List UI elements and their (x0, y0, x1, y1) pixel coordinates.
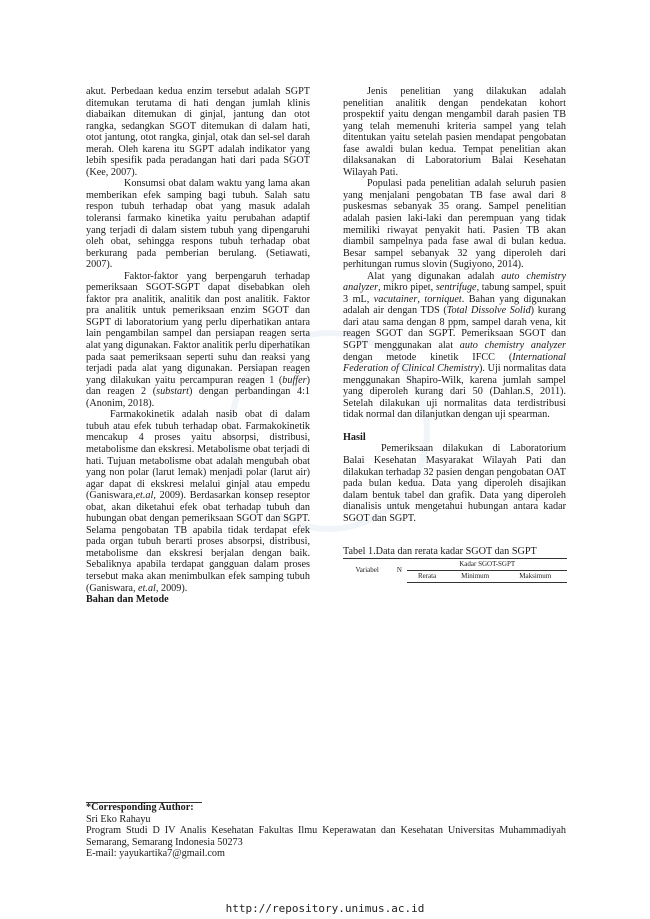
footnote-label: *Corresponding Author: (86, 802, 194, 813)
author-affiliation: Program Studi D IV Analis Kesehatan Faku… (86, 825, 566, 848)
table-header-min: Minimum (446, 570, 504, 583)
section-heading-results: Hasil (343, 431, 366, 443)
author-name: Sri Eko Rahayu (86, 813, 151, 825)
paragraph: Pemeriksaan dilakukan di Laboratorium Ba… (343, 443, 566, 524)
paragraph: Populasi pada penelitian adalah seluruh … (343, 178, 566, 271)
paragraph: Faktor-faktor yang berpengaruh terhadap … (86, 270, 310, 409)
author-email: E-mail: yayukartika7@gmail.com (86, 848, 225, 860)
paragraph: akut. Perbedaan kedua enzim tersebut ada… (86, 86, 310, 178)
footnote-rule (86, 802, 202, 803)
left-column: akut. Perbedaan kedua enzim tersebut ada… (86, 86, 310, 606)
paragraph: Farmakokinetik adalah nasib obat di dala… (86, 409, 310, 594)
table-header-n: N (391, 557, 408, 583)
corresponding-author-footnote: *Corresponding Author: Sri Eko Rahayu Pr… (86, 802, 566, 860)
table-header-mean: Rerata (407, 570, 447, 583)
table-header-max: Maksimum (503, 570, 567, 583)
table-header-group: Kadar SGOT-SGPT (407, 557, 567, 571)
table-caption: Tabel 1.Data dan rerata kadar SGOT dan S… (343, 546, 537, 558)
right-column: Jenis penelitian yang dilakukan adalah p… (343, 86, 567, 583)
watermark-logo (228, 330, 430, 532)
table-header-variable: Variabel (343, 557, 392, 583)
paragraph: Alat yang digunakan adalah auto chemistr… (343, 270, 566, 421)
repository-url[interactable]: http://repository.unimus.ac.id (225, 902, 425, 915)
paragraph: Konsumsi obat dalam waktu yang lama akan… (86, 178, 310, 271)
data-table: Variabel N Kadar SGOT-SGPT Rerata Minimu… (343, 557, 567, 583)
paragraph: Jenis penelitian yang dilakukan adalah p… (343, 86, 566, 178)
section-heading-methods: Bahan dan Metode (86, 594, 169, 606)
